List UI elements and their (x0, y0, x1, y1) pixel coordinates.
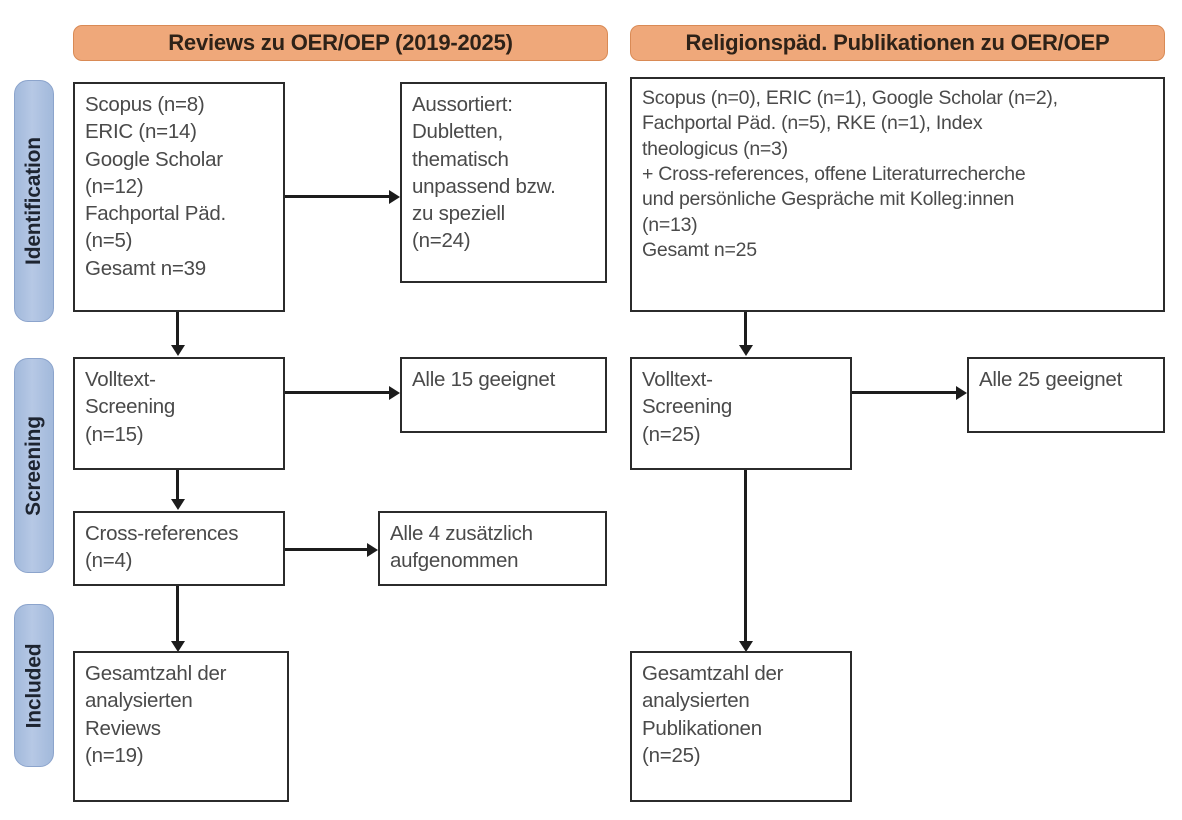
phase-label-screening: Screening (14, 358, 54, 573)
arrowhead-right-sources-to-fulltext (738, 345, 753, 356)
arrowhead-right-fulltext-to-included (738, 641, 753, 652)
connector-left-sources-to-fulltext (176, 312, 179, 346)
connector-right-fulltext-to-included (744, 470, 747, 642)
phase-label-screening-text: Screening (22, 415, 46, 516)
connector-left-fulltext-to-result (285, 391, 389, 394)
phase-label-included-text: Included (22, 643, 45, 728)
arrowhead-left-sources-to-excluded (389, 189, 400, 204)
box-left-fulltext-screening: Volltext- Screening (n=15) (73, 357, 285, 470)
connector-left-crossrefs-to-result (285, 548, 367, 551)
column-header-reviews: Reviews zu OER/OEP (2019-2025) (73, 25, 608, 61)
arrowhead-left-fulltext-to-crossrefs (170, 499, 185, 510)
connector-left-fulltext-to-crossrefs (176, 470, 179, 500)
phase-label-identification: Identification (14, 80, 54, 322)
column-header-religionspaed: Religionspäd. Publikationen zu OER/OEP (630, 25, 1165, 61)
box-left-included-total: Gesamtzahl der analysierten Reviews (n=1… (73, 651, 289, 802)
box-right-included-total: Gesamtzahl der analysierten Publikatione… (630, 651, 852, 802)
arrowhead-left-crossrefs-to-result (367, 542, 378, 557)
arrowhead-left-fulltext-to-result (389, 385, 400, 400)
phase-label-included: Included (14, 604, 54, 767)
arrowhead-right-fulltext-to-result (956, 385, 967, 400)
box-left-crossrefs-result: Alle 4 zusätzlich aufgenommen (378, 511, 607, 586)
arrowhead-left-sources-to-fulltext (170, 345, 185, 356)
box-right-fulltext-result: Alle 25 geeignet (967, 357, 1165, 433)
box-right-fulltext-screening: Volltext- Screening (n=25) (630, 357, 852, 470)
connector-left-crossrefs-to-included (176, 586, 179, 642)
box-left-crossrefs: Cross-references (n=4) (73, 511, 285, 586)
box-left-excluded: Aussortiert: Dubletten, thematisch unpas… (400, 82, 607, 283)
box-left-sources: Scopus (n=8) ERIC (n=14) Google Scholar … (73, 82, 285, 312)
phase-label-identification-text: Identification (22, 137, 45, 265)
box-right-sources: Scopus (n=0), ERIC (n=1), Google Scholar… (630, 77, 1165, 312)
box-left-fulltext-result: Alle 15 geeignet (400, 357, 607, 433)
arrowhead-left-crossrefs-to-included (170, 641, 185, 652)
connector-right-sources-to-fulltext (744, 312, 747, 346)
connector-right-fulltext-to-result (852, 391, 956, 394)
connector-left-sources-to-excluded (285, 195, 389, 198)
